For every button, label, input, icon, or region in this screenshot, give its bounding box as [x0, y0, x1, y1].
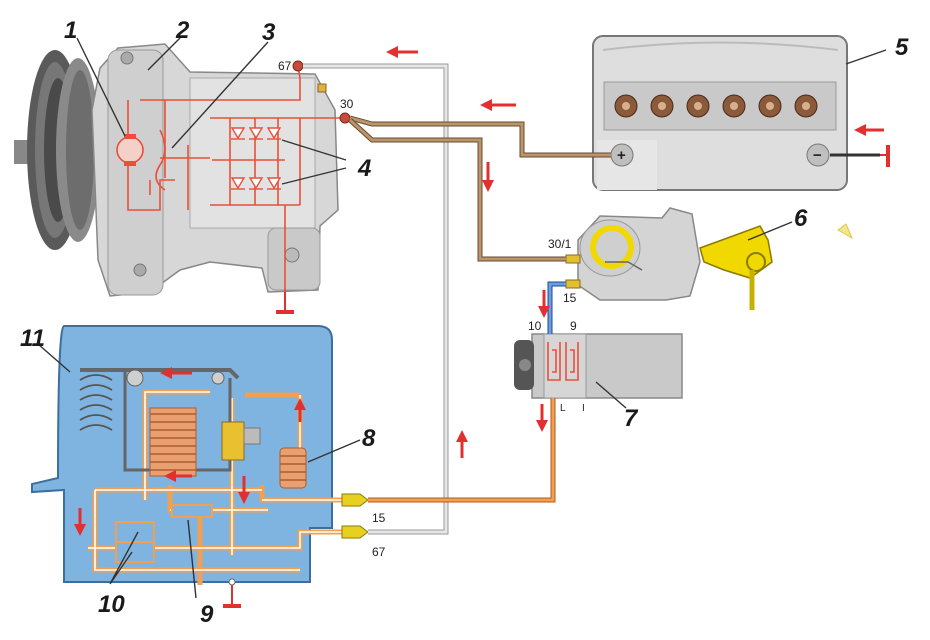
regulator-diodes — [115, 521, 155, 563]
regulator-spring — [79, 374, 113, 431]
label-terminal-15-regulator: 15 — [372, 511, 386, 525]
wire-brown-30-ignition — [348, 118, 566, 262]
regulator-resistor-coil — [279, 447, 307, 489]
callout-8: 8 — [362, 425, 376, 452]
label-terminal-30: 30 — [340, 97, 354, 111]
callout-9: 9 — [200, 601, 214, 628]
wire-orange-15 — [368, 398, 556, 503]
callout-4: 4 — [357, 155, 371, 182]
generator-internal-circuit — [127, 65, 345, 292]
label-terminal-67: 67 — [278, 59, 292, 73]
label-terminal-10: 10 — [528, 319, 542, 333]
label-terminal-I: I — [582, 403, 585, 414]
generator-terminal-67 — [292, 60, 304, 72]
callout-5: 5 — [895, 34, 909, 61]
battery-plus-symbol: + — [617, 147, 626, 164]
label-terminal-9: 9 — [570, 319, 577, 333]
label-terminal-30-1: 30/1 — [548, 237, 572, 251]
battery-ground-symbol — [830, 145, 890, 167]
regulator-resistor — [171, 504, 213, 518]
current-flow-arrows — [74, 46, 884, 536]
battery-minus-symbol: − — [813, 147, 822, 164]
ignition-switch: 30/1 15 — [548, 207, 854, 310]
battery: + − — [592, 35, 890, 191]
voltage-regulator: 15 67 — [31, 325, 386, 608]
label-terminal-L: L — [560, 403, 566, 414]
callout-11: 11 — [20, 325, 45, 352]
generator-pulley — [14, 50, 100, 250]
regulator-coil — [149, 407, 197, 477]
wire-brown-30-battery — [349, 115, 611, 158]
regulator-connector-15 — [341, 493, 369, 507]
generator-ground-symbol — [276, 292, 294, 314]
callout-6: 6 — [794, 205, 808, 232]
generator: 67 30 — [14, 43, 354, 314]
fuse-element — [547, 342, 579, 381]
callout-10: 10 — [98, 591, 125, 618]
fuse-block: 10 9 L I — [514, 319, 683, 414]
rectifier-diodes — [230, 127, 282, 190]
regulator-connector-67 — [341, 525, 369, 539]
wire-gray-67 — [303, 63, 449, 535]
callout-2: 2 — [175, 17, 190, 44]
callout-3: 3 — [262, 19, 276, 46]
callout-leader-lines — [37, 37, 887, 599]
battery-negative-terminal — [806, 143, 830, 167]
generator-rotor-symbol — [116, 134, 144, 166]
label-terminal-67-regulator: 67 — [372, 545, 386, 559]
regulator-ground-symbol — [223, 578, 241, 608]
callout-1: 1 — [64, 17, 77, 44]
label-terminal-15-ignition: 15 — [563, 291, 577, 305]
callout-7: 7 — [624, 405, 639, 432]
generator-terminal-30 — [339, 112, 351, 124]
wire-blue-15 — [547, 281, 566, 334]
ignition-contact-disc — [590, 225, 634, 269]
ignition-key — [699, 225, 773, 310]
callout-numbers: 1 2 3 4 5 6 7 8 9 10 11 — [20, 17, 909, 628]
